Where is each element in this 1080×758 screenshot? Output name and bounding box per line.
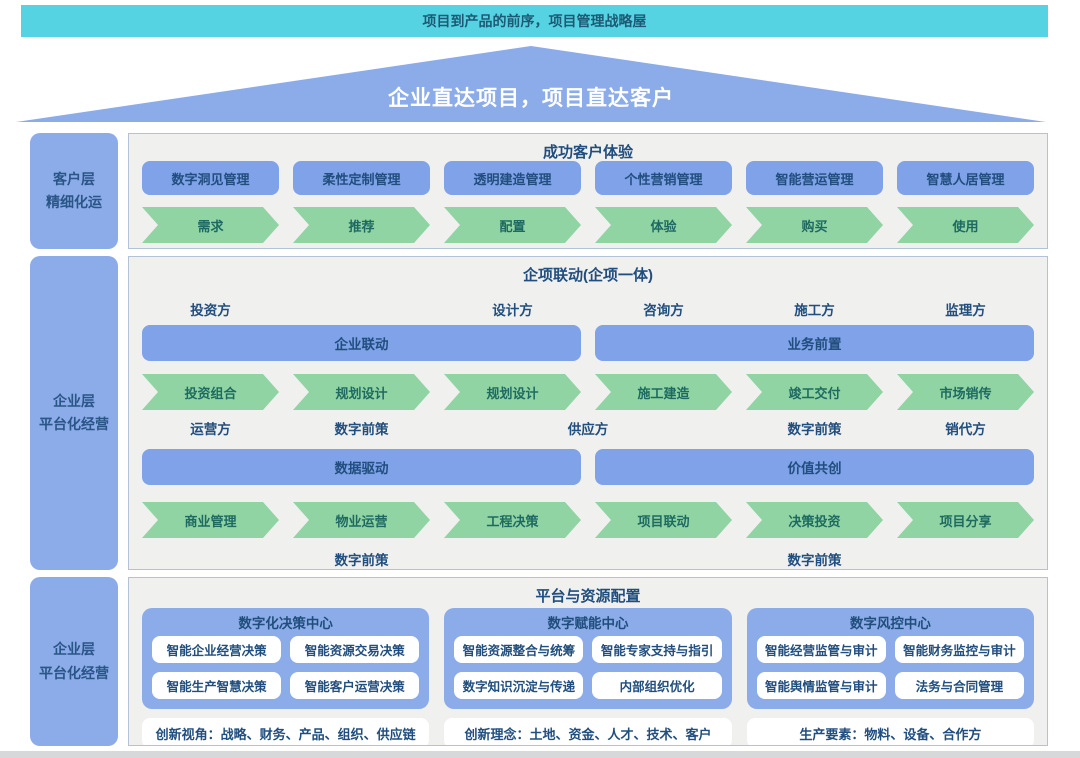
- panel-item: 智能经营监管与审计: [756, 636, 886, 663]
- panel-item: 智能资源交易决策: [290, 636, 420, 663]
- main-grid: 客户层 精细化运 成功客户体验 数字洞见管理 柔性定制管理 透明建造管理 个性营…: [30, 133, 1048, 746]
- caption-innovation-view: 创新视角：战略、财务、产品、组织、供应链: [142, 718, 430, 745]
- sidebar-label-line: 平台化经营: [39, 416, 109, 432]
- stakeholder-label: 数字前策: [787, 422, 842, 437]
- stakeholder-label-row-1: 投资方 设计方 咨询方 施工方 监理方: [142, 299, 1034, 318]
- stakeholder-label: 设计方: [492, 303, 533, 318]
- management-box: 透明建造管理: [444, 161, 581, 195]
- process-arrow: 投资组合: [142, 374, 279, 410]
- stakeholder-label: 数字前策: [334, 553, 389, 568]
- panel-item: 智能客户运营决策: [290, 672, 420, 699]
- journey-arrow: 购买: [746, 207, 883, 243]
- linkage-bar-row-1: 企业联动 业务前置: [142, 325, 1034, 361]
- panel-item: 法务与合同管理: [894, 672, 1024, 699]
- sidebar-enterprise-layer-1: 企业层 平台化经营: [30, 256, 118, 570]
- management-box: 柔性定制管理: [293, 161, 430, 195]
- panel-item-grid: 智能经营监管与审计 智能财务监控与审计 智能舆情监管与审计 法务与合同管理: [756, 636, 1024, 699]
- top-banner: 项目到产品的前序，项目管理战略屋: [21, 5, 1048, 37]
- customer-journey-arrow-row: 需求 推荐 配置 体验 购买 使用: [142, 207, 1034, 243]
- sidebar-label-line: 企业层: [53, 392, 95, 409]
- panel-title: 数字赋能中心: [547, 616, 629, 631]
- journey-arrow: 推荐: [293, 207, 430, 243]
- process-arrow-row-1: 投资组合 规划设计 规划设计 施工建造 竣工交付 市场销传: [142, 374, 1034, 410]
- process-arrow: 施工建造: [595, 374, 732, 410]
- panel-item: 智能专家支持与指引: [592, 636, 722, 663]
- stakeholder-label: 数字前策: [334, 422, 389, 437]
- sidebar-label-line: 平台化经营: [39, 664, 109, 681]
- process-arrow: 项目联动: [595, 502, 732, 538]
- management-box: 个性营销管理: [595, 161, 732, 195]
- process-arrow: 工程决策: [444, 502, 581, 538]
- linkage-bar: 数据驱动: [142, 449, 581, 485]
- linkage-bar-row-2: 数据驱动 价值共创: [142, 449, 1034, 485]
- process-arrow: 项目分享: [897, 502, 1034, 538]
- process-arrow: 商业管理: [142, 502, 279, 538]
- sidebar-label-line: 企业层: [53, 641, 95, 658]
- management-box: 数字洞见管理: [142, 161, 279, 195]
- panel-item: 智能生产智慧决策: [152, 672, 282, 699]
- stakeholder-label: 施工方: [794, 303, 835, 318]
- management-button-row: 数字洞见管理 柔性定制管理 透明建造管理 个性营销管理 智能营运管理 智慧人居管…: [142, 161, 1034, 195]
- stakeholder-label-row-2: 运营方 数字前策 供应方 数字前策 销代方: [142, 418, 1034, 437]
- section-enterprise-project-linkage: 企项联动(企项一体) 投资方 设计方 咨询方 施工方 监理方 企业联动 业务前置…: [128, 256, 1048, 570]
- caption-innovation-concept: 创新理念：土地、资金、人才、技术、客户: [444, 718, 732, 745]
- section-title: 平台与资源配置: [535, 588, 641, 605]
- process-arrow: 决策投资: [746, 502, 883, 538]
- panel-decision-center: 数字化决策中心 智能企业经营决策 智能资源交易决策 智能生产智慧决策 智能客户运…: [142, 608, 430, 709]
- sidebar-customer-layer: 客户层 精细化运: [30, 133, 118, 249]
- journey-arrow: 体验: [595, 207, 732, 243]
- panel-item: 智能资源整合与统筹: [454, 636, 584, 663]
- sidebar-label-line: 精细化运: [46, 194, 102, 210]
- panel-risk-control-center: 数字风控中心 智能经营监管与审计 智能财务监控与审计 智能舆情监管与审计 法务与…: [746, 608, 1034, 709]
- panel-item-grid: 智能企业经营决策 智能资源交易决策 智能生产智慧决策 智能客户运营决策: [152, 636, 420, 699]
- management-box: 智慧人居管理: [897, 161, 1034, 195]
- process-arrow: 竣工交付: [746, 374, 883, 410]
- bottom-divider: [0, 751, 1080, 758]
- process-arrow: 物业运营: [293, 502, 430, 538]
- section-title: 企项联动(企项一体): [523, 267, 653, 284]
- section-customer-experience: 成功客户体验 数字洞见管理 柔性定制管理 透明建造管理 个性营销管理 智能营运管…: [128, 133, 1048, 249]
- section-title: 成功客户体验: [542, 144, 633, 161]
- stakeholder-label: 运营方: [190, 422, 231, 437]
- panel-title: 数字风控中心: [849, 616, 931, 631]
- top-banner-text: 项目到产品的前序，项目管理战略屋: [422, 13, 647, 29]
- panel-title: 数字化决策中心: [238, 616, 333, 631]
- linkage-bar: 业务前置: [595, 325, 1034, 361]
- process-arrow-row-2: 商业管理 物业运营 工程决策 项目联动 决策投资 项目分享: [142, 502, 1034, 538]
- stakeholder-label: 监理方: [945, 303, 986, 318]
- linkage-bar: 企业联动: [142, 325, 581, 361]
- panel-item: 智能舆情监管与审计: [756, 672, 886, 699]
- panel-item-grid: 智能资源整合与统筹 智能专家支持与指引 数字知识沉淀与传递 内部组织优化: [454, 636, 722, 699]
- journey-arrow: 配置: [444, 207, 581, 243]
- journey-arrow: 使用: [897, 207, 1034, 243]
- center-panel-row: 数字化决策中心 智能企业经营决策 智能资源交易决策 智能生产智慧决策 智能客户运…: [142, 608, 1034, 709]
- sidebar-label-line: 客户层: [53, 170, 95, 187]
- stakeholder-label-row-3: 数字前策 数字前策: [142, 549, 1034, 568]
- roof-text: 企业直达项目，项目直达客户: [388, 87, 674, 110]
- linkage-bar: 价值共创: [595, 449, 1034, 485]
- panel-item: 智能财务监控与审计: [894, 636, 1024, 663]
- roof-triangle: 企业直达项目，项目直达客户: [16, 46, 1046, 122]
- panel-item: 数字知识沉淀与传递: [454, 672, 584, 699]
- panel-item: 智能企业经营决策: [152, 636, 282, 663]
- process-arrow: 规划设计: [444, 374, 581, 410]
- stakeholder-label: 投资方: [190, 303, 231, 318]
- process-arrow: 规划设计: [293, 374, 430, 410]
- panel-item: 内部组织优化: [592, 672, 722, 699]
- stakeholder-label: 供应方: [567, 422, 609, 437]
- panel-empowerment-center: 数字赋能中心 智能资源整合与统筹 智能专家支持与指引 数字知识沉淀与传递 内部组…: [444, 608, 732, 709]
- section-platform-resources: 平台与资源配置 数字化决策中心 智能企业经营决策 智能资源交易决策 智能生产智慧…: [128, 577, 1048, 746]
- stakeholder-label: 销代方: [945, 422, 986, 437]
- sidebar-enterprise-layer-2: 企业层 平台化经营: [30, 577, 118, 746]
- process-arrow: 市场销传: [897, 374, 1034, 410]
- caption-row: 创新视角：战略、财务、产品、组织、供应链 创新理念：土地、资金、人才、技术、客户…: [142, 718, 1034, 745]
- stakeholder-label: 咨询方: [643, 303, 684, 318]
- caption-production-factors: 生产要素：物料、设备、合作方: [746, 718, 1034, 745]
- journey-arrow: 需求: [142, 207, 279, 243]
- management-box: 智能营运管理: [746, 161, 883, 195]
- stakeholder-label: 数字前策: [787, 553, 842, 568]
